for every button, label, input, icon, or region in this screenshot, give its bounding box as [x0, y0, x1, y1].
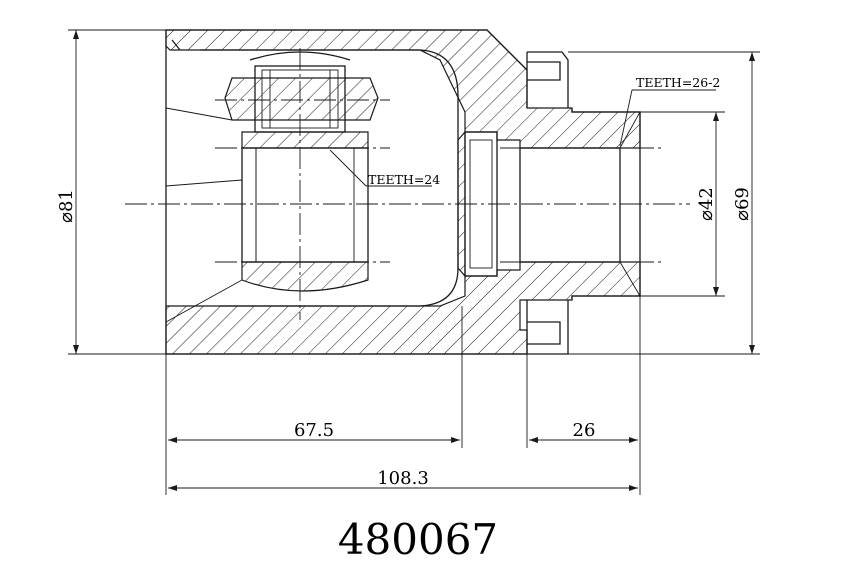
total-length-label: 108.3 [377, 468, 429, 489]
inner-race-assembly [165, 51, 379, 323]
outer-teeth-note: TEETH=26-2 [619, 75, 720, 147]
dimension-total-length: 108.3 [168, 468, 638, 491]
dimension-spline-length: 26 [526, 296, 641, 495]
body-length-label: 67.5 [294, 420, 334, 441]
outer-diameter-label: ⌀81 [56, 189, 77, 223]
part-number: 480067 [338, 515, 498, 564]
dimension-outer-diameter: ⌀81 [56, 29, 166, 355]
flange-diameter-label: ⌀69 [732, 187, 753, 221]
dimension-body-length: 67.5 [165, 306, 463, 495]
center-lines [125, 48, 690, 320]
inner-teeth-label: TEETH=24 [368, 172, 440, 187]
dimension-flange-diameter: ⌀69 [568, 51, 760, 355]
inner-teeth-note: TEETH=24 [329, 149, 440, 187]
outer-teeth-label: TEETH=26-2 [636, 75, 720, 90]
housing-outline [165, 29, 641, 355]
spline-diameter-label: ⌀42 [696, 187, 717, 221]
spline-length-label: 26 [573, 420, 596, 441]
dimension-spline-diameter: ⌀42 [640, 111, 725, 297]
